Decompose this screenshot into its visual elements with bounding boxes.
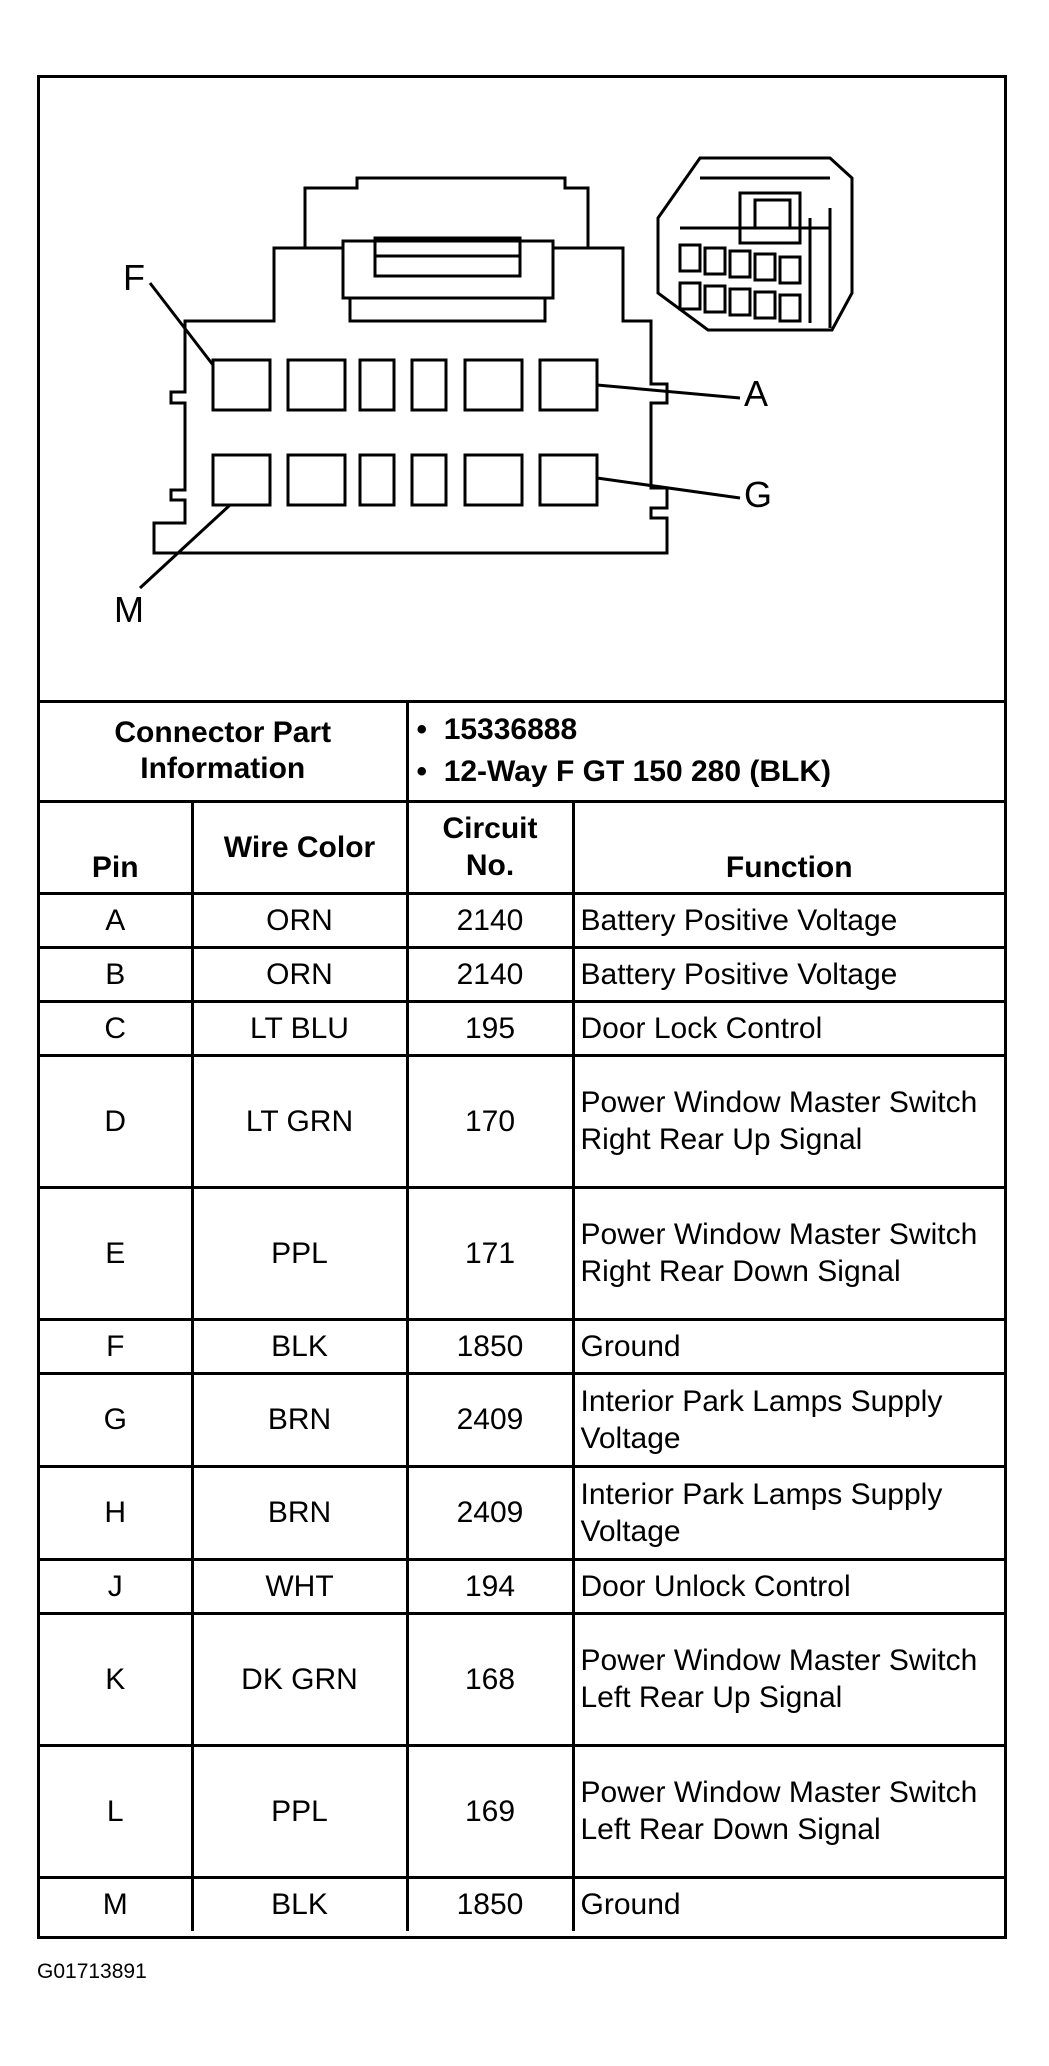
wire-color-cell: WHT [190, 1557, 409, 1615]
function-cell: Door Unlock Control [571, 1557, 1004, 1615]
pin-g-label: G [744, 474, 773, 515]
pinout-table: Connector Part Information • 15336888 • … [40, 703, 1004, 1931]
wire-color-cell: PPL [190, 1743, 409, 1879]
wire-color-cell: DK GRN [190, 1611, 409, 1747]
function-cell: Power Window Master Switch Right Rear Do… [571, 1185, 1004, 1321]
connector-info-list: • 15336888 • 12-Way F GT 150 280 (BLK) [405, 703, 1004, 803]
connector-face-drawing [138, 156, 854, 590]
wire-color-cell: BLK [190, 1317, 409, 1375]
table-row: C LT BLU 195 Door Lock Control [40, 999, 1004, 1057]
pin-cell: F [40, 1317, 194, 1375]
wire-color-cell: ORN [190, 945, 409, 1003]
circuit-cell: 1850 [405, 1875, 575, 1931]
header-pin: Pin [40, 799, 194, 895]
circuit-cell: 2140 [405, 945, 575, 1003]
wire-color-cell: ORN [190, 891, 409, 949]
table-row: A ORN 2140 Battery Positive Voltage [40, 891, 1004, 949]
circuit-cell: 2409 [405, 1464, 575, 1561]
function-cell: Power Window Master Switch Right Rear Up… [571, 1053, 1004, 1189]
wire-color-cell: BLK [190, 1875, 409, 1931]
table-row: L PPL 169 Power Window Master Switch Lef… [40, 1743, 1004, 1879]
pin-cell: M [40, 1875, 194, 1931]
connector-document: F A G M Connector Part Information • 153… [37, 75, 1007, 1939]
wire-color-cell: LT BLU [190, 999, 409, 1057]
circuit-cell: 171 [405, 1185, 575, 1321]
table-row: K DK GRN 168 Power Window Master Switch … [40, 1611, 1004, 1747]
table-row: H BRN 2409 Interior Park Lamps Supply Vo… [40, 1464, 1004, 1561]
table-header-row: Pin Wire Color Circuit No. Function [40, 799, 1004, 895]
pin-cell: D [40, 1053, 194, 1189]
wire-color-cell: BRN [190, 1464, 409, 1561]
circuit-cell: 1850 [405, 1317, 575, 1375]
function-cell: Power Window Master Switch Left Rear Dow… [571, 1743, 1004, 1879]
circuit-cell: 168 [405, 1611, 575, 1747]
table-row: F BLK 1850 Ground [40, 1317, 1004, 1375]
pin-cell: A [40, 891, 194, 949]
table-row: E PPL 171 Power Window Master Switch Rig… [40, 1185, 1004, 1321]
table-row: D LT GRN 170 Power Window Master Switch … [40, 1053, 1004, 1189]
wire-color-cell: PPL [190, 1185, 409, 1321]
wire-color-cell: LT GRN [190, 1053, 409, 1189]
pin-cell: G [40, 1371, 194, 1468]
figure-id: G01713891 [37, 1960, 147, 1983]
header-wire-color: Wire Color [190, 799, 409, 895]
pin-cell: C [40, 999, 194, 1057]
function-cell: Interior Park Lamps Supply Voltage [571, 1371, 1004, 1468]
wire-color-cell: BRN [190, 1371, 409, 1468]
table-row: G BRN 2409 Interior Park Lamps Supply Vo… [40, 1371, 1004, 1468]
circuit-cell: 194 [405, 1557, 575, 1615]
circuit-cell: 2140 [405, 891, 575, 949]
function-cell: Door Lock Control [571, 999, 1004, 1057]
circuit-cell: 170 [405, 1053, 575, 1189]
pin-cell: J [40, 1557, 194, 1615]
function-cell: Battery Positive Voltage [571, 945, 1004, 1003]
circuit-cell: 195 [405, 999, 575, 1057]
circuit-cell: 169 [405, 1743, 575, 1879]
function-cell: Ground [571, 1875, 1004, 1931]
pin-a-label: A [744, 373, 769, 414]
connector-info-label: Connector Part Information [40, 703, 409, 803]
connector-diagram: F A G M [40, 78, 1004, 703]
table-row: M BLK 1850 Ground [40, 1875, 1004, 1931]
pin-cell: L [40, 1743, 194, 1879]
pin-cell: H [40, 1464, 194, 1561]
connector-info-item: • 12-Way F GT 150 280 (BLK) [416, 755, 832, 789]
header-function: Function [571, 799, 1004, 895]
pin-cell: E [40, 1185, 194, 1321]
pin-f-label: F [123, 257, 145, 298]
circuit-cell: 2409 [405, 1371, 575, 1468]
connector-info-item: • 15336888 [416, 713, 578, 747]
pin-cell: K [40, 1611, 194, 1747]
header-circuit: Circuit No. [405, 799, 575, 895]
connector-info-row: Connector Part Information • 15336888 • … [40, 703, 1004, 803]
table-row: J WHT 194 Door Unlock Control [40, 1557, 1004, 1615]
function-cell: Interior Park Lamps Supply Voltage [571, 1464, 1004, 1561]
pin-m-label: M [114, 589, 144, 630]
table-row: B ORN 2140 Battery Positive Voltage [40, 945, 1004, 1003]
function-cell: Ground [571, 1317, 1004, 1375]
function-cell: Power Window Master Switch Left Rear Up … [571, 1611, 1004, 1747]
pin-cell: B [40, 945, 194, 1003]
function-cell: Battery Positive Voltage [571, 891, 1004, 949]
